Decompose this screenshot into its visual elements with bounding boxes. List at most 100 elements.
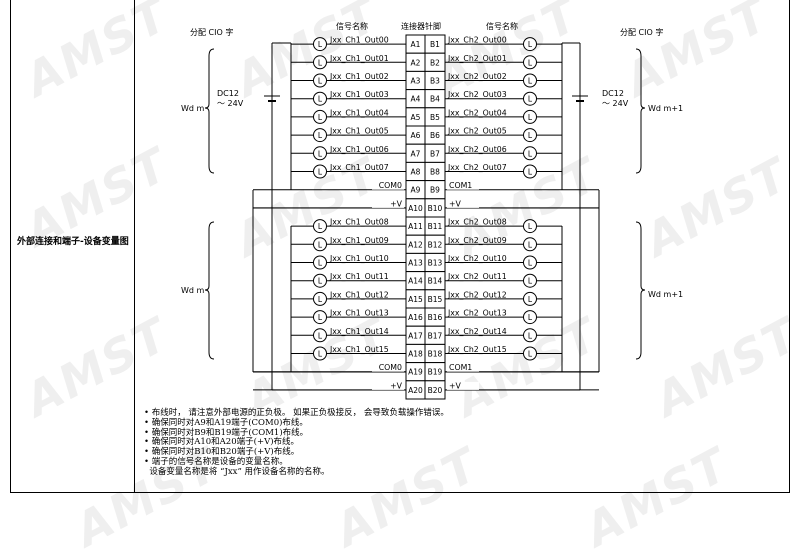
pin-label-b: B8: [430, 168, 440, 177]
label-bg: [447, 199, 479, 208]
label-bg: [372, 363, 404, 372]
pin-label-a: A4: [411, 95, 421, 104]
brace-left-upper: [204, 48, 215, 174]
signal-name-right: Jxx_Ch2_Out15: [447, 345, 507, 354]
alloc-right-label: 分配 CIO 字: [620, 27, 663, 37]
signal-name-right: +V: [449, 381, 462, 390]
lamp-symbol: L: [528, 277, 533, 286]
label-bg: [447, 363, 479, 372]
label-bg: [372, 381, 404, 390]
pin-label-a: A10: [408, 204, 423, 213]
signal-name-right: Jxx_Ch2_Out06: [447, 145, 507, 154]
lamp-symbol: L: [318, 259, 323, 268]
signal-name-right: +V: [449, 199, 462, 208]
notes-list: • 布线时， 请注意外部电源的正负极。 如果正负极接反， 会导致负载操作错误。 …: [144, 408, 774, 478]
signal-name-right: COM1: [449, 181, 472, 190]
brace-right-lower: [635, 221, 646, 360]
word-right-lower: Wd m+1: [648, 290, 683, 299]
signal-name-right: Jxx_Ch2_Out14: [447, 327, 507, 336]
lamp-icon: [523, 91, 537, 106]
pin-label-a: A11: [408, 222, 423, 231]
pin-label-a: A20: [408, 386, 423, 395]
lamp-icon: [523, 255, 537, 270]
table-divider: [134, 0, 135, 492]
note-item: • 确保同时对B9和B19端子(COM1)布线。: [144, 427, 309, 438]
lamp-icon: [313, 310, 327, 325]
pin-label-b: B17: [428, 331, 443, 340]
signal-name-left: Jxx_Ch1_Out01: [329, 54, 389, 63]
lamp-symbol: L: [318, 131, 323, 140]
signal-name-right: Jxx_Ch2_Out07: [447, 163, 507, 172]
signal-name-right: Jxx_Ch2_Out00: [447, 36, 507, 45]
signal-name-right: Jxx_Ch2_Out09: [447, 236, 507, 245]
word-left-upper: Wd m: [181, 104, 205, 113]
signal-name-left: Jxx_Ch1_Out00: [329, 36, 389, 45]
pin-label-b: B2: [430, 58, 440, 67]
lamp-symbol: L: [528, 95, 533, 104]
brace-left-lower: [204, 221, 215, 360]
lamp-icon: [313, 146, 327, 161]
lamp-icon: [523, 219, 537, 234]
signal-name-right: Jxx_Ch2_Out05: [447, 127, 507, 136]
lamp-icon: [523, 164, 537, 179]
lamp-symbol: L: [318, 113, 323, 122]
lamp-symbol: L: [318, 58, 323, 67]
lamp-symbol: L: [528, 149, 533, 158]
pin-label-b: B13: [428, 259, 443, 268]
lamp-icon: [523, 273, 537, 288]
pin-label-a: A8: [411, 168, 421, 177]
signal-left-header: 信号名称: [336, 21, 368, 31]
signal-name-left: Jxx_Ch1_Out03: [329, 90, 389, 99]
pin-label-b: B14: [428, 277, 443, 286]
lamp-icon: [523, 73, 537, 88]
pin-label-a: A13: [408, 259, 423, 268]
label-bg: [372, 199, 404, 208]
pin-label-b: B9: [430, 186, 440, 195]
word-left-lower: Wd m: [181, 286, 205, 295]
pin-label-a: A17: [408, 331, 423, 340]
lamp-icon: [523, 55, 537, 70]
lamp-icon: [313, 91, 327, 106]
pin-label-a: A15: [408, 295, 423, 304]
lamp-symbol: L: [318, 222, 323, 231]
lamp-symbol: L: [528, 58, 533, 67]
lamp-symbol: L: [318, 149, 323, 158]
lamp-symbol: L: [318, 40, 323, 49]
lamp-symbol: L: [528, 331, 533, 340]
signal-name-right: Jxx_Ch2_Out01: [447, 54, 507, 63]
lamp-icon: [523, 37, 537, 52]
lamp-icon: [523, 109, 537, 124]
lamp-symbol: L: [528, 40, 533, 49]
signal-name-left: Jxx_Ch1_Out12: [329, 290, 389, 299]
lamp-symbol: L: [318, 295, 323, 304]
lamp-icon: [313, 291, 327, 306]
pin-label-b: B19: [428, 368, 443, 377]
lamp-icon: [523, 146, 537, 161]
pin-label-b: B10: [428, 204, 443, 213]
lamp-icon: [313, 346, 327, 361]
brace-right-upper: [635, 48, 646, 174]
signal-name-left: Jxx_Ch1_Out08: [329, 218, 389, 227]
signal-name-right: Jxx_Ch2_Out10: [447, 254, 507, 263]
lamp-symbol: L: [528, 350, 533, 359]
lamp-symbol: L: [528, 131, 533, 140]
label-bg: [372, 181, 404, 190]
lamp-icon: [523, 346, 537, 361]
lamp-icon: [523, 291, 537, 306]
signal-name-left: Jxx_Ch1_Out13: [329, 309, 389, 318]
signal-name-left: Jxx_Ch1_Out02: [329, 72, 389, 81]
signal-name-left: Jxx_Ch1_Out11: [329, 272, 389, 281]
supply-right-voltage: DC12: [602, 89, 624, 98]
